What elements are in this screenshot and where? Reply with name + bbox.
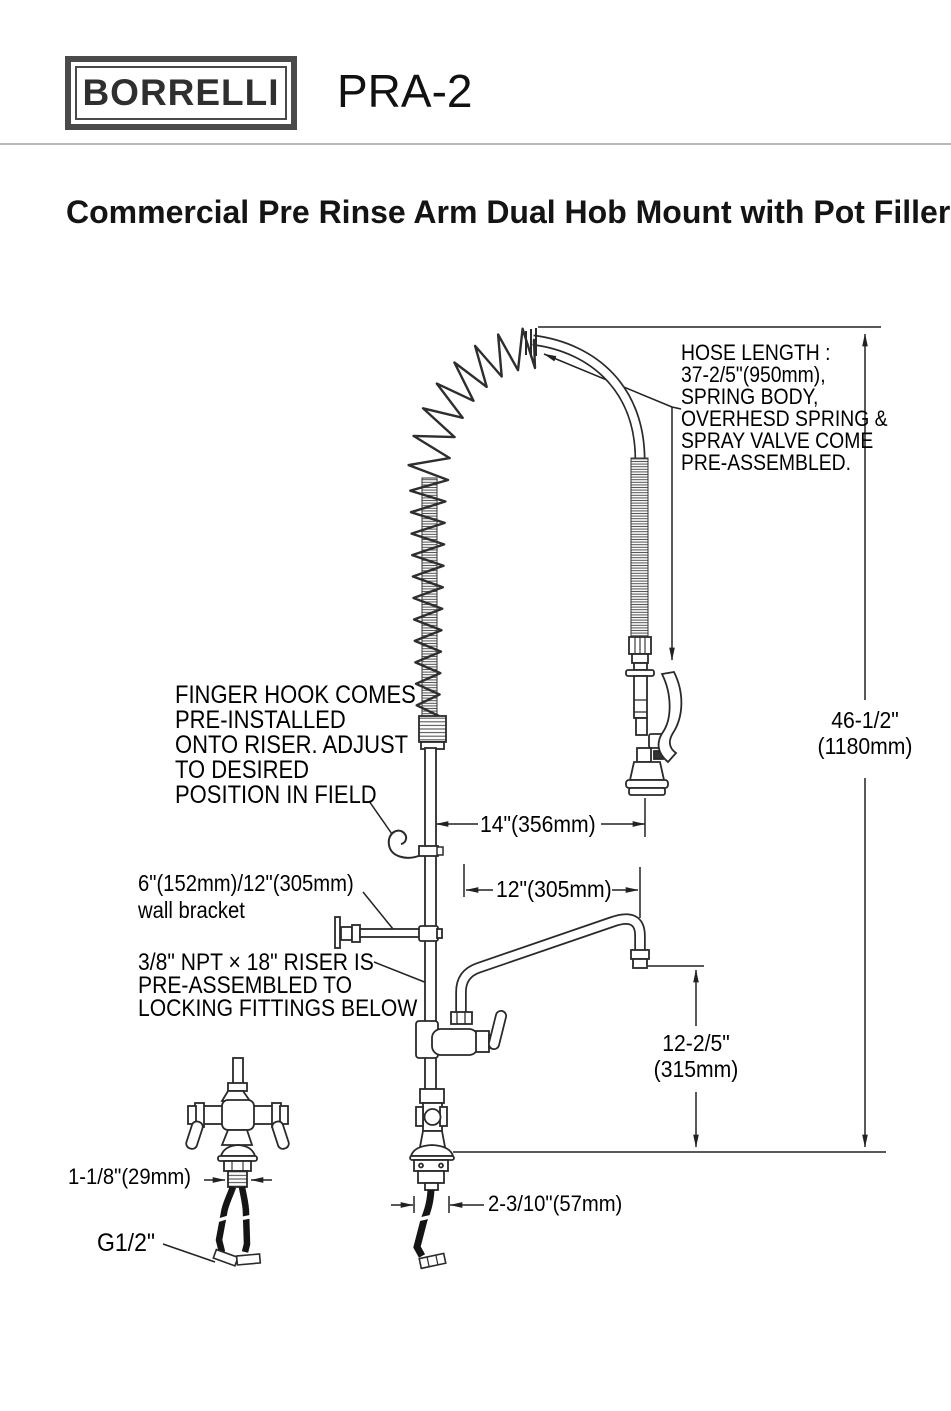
bracket-nut [340, 926, 353, 941]
base-flange [409, 1144, 455, 1191]
spout-nozzle-tip [632, 958, 648, 969]
overhead-spring [407, 327, 537, 750]
header-divider [0, 143, 951, 145]
locknut-dot [418, 1162, 424, 1169]
wall-bracket-note: 6"(152mm)/12"(305mm) wall bracket [138, 870, 354, 923]
detail-neck-lower [220, 1129, 254, 1146]
hose-offset-dim: 14"(356mm) [480, 811, 596, 837]
detail-hose-left [215, 1185, 237, 1253]
base-width-dim: 2-3/10"(57mm) [488, 1191, 623, 1216]
dim-spout-reach [463, 864, 641, 918]
model-number: PRA-2 [337, 65, 473, 117]
spray-stem [636, 747, 652, 763]
braided-hose [630, 457, 649, 639]
spray-bell [628, 761, 666, 781]
wall-bracket-leader [362, 891, 394, 930]
locknut-dot [438, 1162, 444, 1169]
hose-break [238, 1214, 255, 1221]
detail-supply-hoses [212, 1185, 262, 1267]
bracket-hex [351, 924, 361, 943]
shank-diameter-dim: 1-1/8"(29mm) [68, 1164, 192, 1189]
detail-threaded-shank [227, 1170, 248, 1188]
dim-base-width [391, 1196, 484, 1213]
g12-leader [162, 1243, 216, 1263]
locking-fitting [415, 1088, 448, 1148]
detail-handle-right [271, 1120, 290, 1150]
finger-hook [387, 829, 444, 859]
detail-hose-right [238, 1186, 251, 1253]
valve-lever-handle [488, 1010, 507, 1050]
pot-filler-valve [415, 1010, 507, 1059]
hose-break [411, 1213, 439, 1223]
valve-lower-body [635, 717, 648, 736]
spray-face-base [628, 787, 666, 796]
shank-cylinder [417, 1170, 445, 1184]
spring-end-cap [525, 328, 537, 357]
spray-face-disc [625, 779, 669, 789]
detail-collar [227, 1082, 248, 1092]
hose-length-note: HOSE LENGTH : 37-2/5"(950mm), SPRING BOD… [681, 340, 888, 475]
valve-hex [631, 653, 649, 664]
detail-flange-dome [219, 1144, 257, 1157]
spout-clearance-dim: 12-2/5" (315mm) [653, 1030, 739, 1082]
detail-cap-right [279, 1105, 289, 1125]
fitting-ball [423, 1108, 442, 1126]
spray-valve [625, 636, 683, 796]
spout-reach-dim: 12"(305mm) [496, 876, 612, 902]
overhead-hose-curve [532, 334, 646, 461]
detail-body-center [221, 1099, 255, 1131]
hose-end-fitting [418, 1252, 447, 1270]
bracket-clamp-tab [436, 928, 443, 939]
dim-hose-offset [435, 798, 646, 837]
center-supply-hose [411, 1189, 447, 1270]
braided-hose-in-spring [421, 477, 438, 719]
valve-collar [633, 662, 648, 671]
overall-height-dim: 46-1/2" (1180mm) [817, 707, 913, 759]
spout-base-hex [450, 1011, 473, 1025]
riser-note-leader [373, 961, 428, 984]
inlet-thread-dim: G1/2" [97, 1229, 156, 1257]
wall-bracket [334, 916, 443, 949]
hose-end-fitting [212, 1248, 240, 1267]
reference-lines [453, 326, 886, 1153]
bracket-clamp [418, 925, 439, 942]
hose-end-fitting [235, 1253, 262, 1266]
valve-body [431, 1028, 479, 1056]
hose-note-leader [671, 406, 682, 410]
detail-handle-left [185, 1120, 204, 1150]
flange-dome [409, 1144, 455, 1157]
finger-hook-leader [368, 800, 393, 835]
squeeze-lever-handle [657, 671, 683, 764]
page-title: Commercial Pre Rinse Arm Dual Hob Mount … [66, 194, 951, 230]
brand-logo-frame: BORRELLI [65, 56, 297, 130]
hose-break [215, 1214, 233, 1223]
dim-spout-clearance [648, 965, 704, 1148]
pot-filler-spout [450, 913, 650, 1025]
bracket-flange-plate [334, 916, 341, 949]
fitting-tab-left [415, 1106, 424, 1127]
valve-hex-nut [475, 1030, 490, 1053]
valve-flange [625, 669, 655, 677]
spring-bottom-coil [418, 715, 447, 743]
spout-nozzle-nut [630, 949, 650, 960]
bracket-bar [359, 928, 421, 938]
brand-logo-text: BORRELLI [82, 72, 280, 113]
shank-nipple [424, 1182, 439, 1191]
finger-hook-note: FINGER HOOK COMES PRE-INSTALLED ONTO RIS… [175, 681, 416, 809]
detail-locknut [223, 1160, 252, 1172]
brand-logo-inner-frame: BORRELLI [75, 66, 287, 120]
fitting-hex [419, 1088, 445, 1104]
riser-note: 3/8" NPT × 18" RISER IS PRE-ASSEMBLED TO… [138, 949, 418, 1022]
hob-mount-detail [185, 1057, 290, 1188]
